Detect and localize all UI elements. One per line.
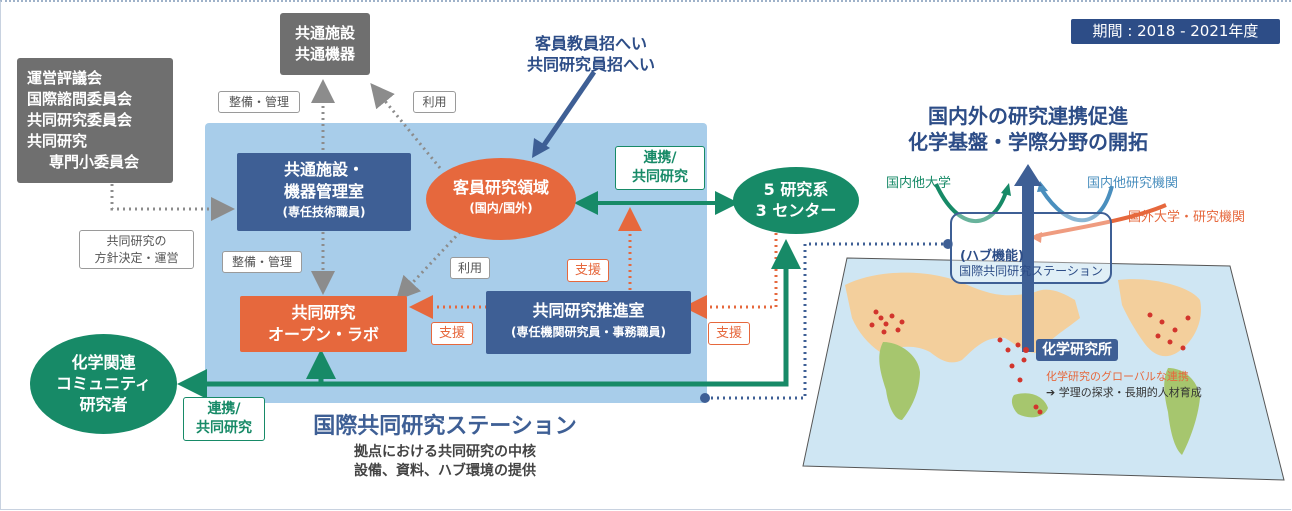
hub-connector bbox=[705, 242, 948, 400]
committee-line: 専門小委員会 bbox=[49, 153, 140, 171]
north-america-shape bbox=[1118, 279, 1202, 357]
global-link-label: 化学研究のグローバルな連携 bbox=[1046, 370, 1189, 383]
community-line: 研究者 bbox=[79, 395, 128, 414]
partner-dots bbox=[869, 309, 1191, 415]
shared-facilities-box: 共通施設 共通機器 bbox=[280, 13, 370, 75]
goal-text: 国内外の研究連携促進 化学基盤・学際分野の開拓 bbox=[868, 103, 1188, 155]
domestic-univ-label: 国内他大学 bbox=[886, 176, 952, 191]
collab-line: 連携/ bbox=[643, 150, 677, 166]
promotion-office-title: 共同研究推進室 bbox=[532, 301, 645, 320]
open-lab-line: 共同研究 bbox=[291, 303, 356, 322]
open-lab-box: 共同研究 オープン・ラボ bbox=[240, 296, 407, 352]
world-map bbox=[802, 257, 1285, 481]
collab-line: 共同研究 bbox=[196, 420, 252, 436]
hub-connector-dot-start bbox=[700, 393, 710, 403]
collab-line: 連携/ bbox=[207, 401, 241, 417]
invite-arrow-head bbox=[532, 138, 550, 158]
overseas-label: 国外大学・研究機関 bbox=[1128, 210, 1246, 225]
goal-line: 国内外の研究連携促進 bbox=[928, 104, 1128, 128]
collab-tag-bottom: 連携/ 共同研究 bbox=[183, 397, 265, 441]
invite-line: 共同研究員招へい bbox=[526, 55, 655, 74]
policy-note-line: 方針決定・運営 bbox=[94, 251, 179, 265]
support-tag-right: 支援 bbox=[567, 259, 609, 282]
station-line: 拠点における共同研究の中核 bbox=[354, 444, 536, 460]
south-america-shape bbox=[1164, 368, 1200, 455]
station-title: 国際共同研究ステーション bbox=[313, 414, 577, 439]
promotion-office-sub: (専任機関研究員・事務職員) bbox=[511, 325, 666, 339]
use-tag-top: 利用 bbox=[413, 91, 456, 113]
station-caption: 国際共同研究ステーション 拠点における共同研究の中核 設備、資料、ハブ環境の提供 bbox=[285, 413, 605, 481]
maintenance-tag-bottom: 整備・管理 bbox=[222, 251, 302, 273]
domestic-inst-arrow bbox=[1040, 185, 1114, 223]
community-line: 化学関連 bbox=[71, 353, 136, 372]
maintenance-tag-top: 整備・管理 bbox=[218, 91, 300, 113]
shared-equipment-line: 共通機器 bbox=[294, 45, 355, 63]
goal-line: 化学基盤・学際分野の開拓 bbox=[908, 130, 1148, 154]
open-lab-line: オープン・ラボ bbox=[267, 325, 380, 344]
hub-sub-label: 国際共同研究ステーション bbox=[959, 264, 1103, 278]
committee-line: 国際諮問委員会 bbox=[27, 90, 133, 108]
domestic-univ-arrow bbox=[934, 183, 1008, 223]
use-tag-bottom: 利用 bbox=[450, 257, 490, 279]
collab-tag-top: 連携/ 共同研究 bbox=[615, 146, 705, 190]
shared-facilities-line: 共通施設 bbox=[294, 24, 355, 42]
facility-office-sub: (専任技術職員) bbox=[282, 205, 366, 219]
community-ellipse: 化学関連 コミュニティ 研究者 bbox=[30, 334, 177, 434]
support-tag-centers: 支援 bbox=[708, 322, 750, 345]
centers-line: 5 研究系 bbox=[763, 180, 829, 199]
hub-arrow-shaft bbox=[1022, 182, 1034, 352]
invite-arrow-line bbox=[539, 70, 597, 150]
centers-line: 3 センター bbox=[755, 201, 837, 220]
facility-office-box: 共通施設・ 機器管理室 (専任技術職員) bbox=[237, 153, 411, 231]
policy-note-line: 共同研究の bbox=[106, 234, 167, 248]
domestic-inst-label: 国内他研究機関 bbox=[1087, 176, 1179, 191]
icr-dot bbox=[1023, 347, 1029, 353]
community-link bbox=[177, 239, 801, 399]
global-goal-label: ➔ 学理の探求・長期的人材育成 bbox=[1046, 386, 1202, 399]
hub-arrow-head bbox=[1014, 164, 1042, 186]
committee-line: 共同研究 bbox=[27, 132, 88, 150]
centers-to-promotion-connector bbox=[683, 233, 778, 319]
visiting-area-ellipse: 客員研究領域 (国内/国外) bbox=[426, 158, 576, 240]
committee-to-office-connector bbox=[110, 184, 235, 221]
facility-office-line: 機器管理室 bbox=[283, 182, 364, 201]
station-line: 設備、資料、ハブ環境の提供 bbox=[354, 463, 536, 479]
hub-label: (ハブ機能) bbox=[960, 249, 1024, 264]
visiting-area-sub: (国内/国外) bbox=[469, 201, 533, 215]
collab-line: 共同研究 bbox=[632, 169, 688, 185]
centers-ellipse: 5 研究系 3 センター bbox=[733, 167, 859, 234]
policy-note: 共同研究の 方針決定・運営 bbox=[79, 230, 194, 269]
community-line: コミュニティ bbox=[55, 374, 152, 393]
visiting-to-facilities-connector bbox=[370, 83, 442, 169]
committee-line: 運営評議会 bbox=[27, 69, 103, 87]
visiting-area-title: 客員研究領域 bbox=[452, 178, 549, 197]
africa-shape bbox=[879, 342, 920, 420]
eurasia-shape bbox=[845, 272, 1080, 363]
facility-office-line: 共通施設・ bbox=[283, 160, 364, 179]
support-tag-left: 支援 bbox=[431, 322, 473, 345]
period-label: 期間 : 2018 - 2021年度 bbox=[1071, 19, 1280, 44]
invite-line: 客員教員招へい bbox=[534, 34, 647, 53]
promotion-office-box: 共同研究推進室 (専任機関研究員・事務職員) bbox=[486, 291, 691, 354]
icr-label: 化学研究所 bbox=[1036, 339, 1118, 361]
committee-line: 共同研究委員会 bbox=[27, 111, 133, 129]
committee-box: 運営評議会 国際諮問委員会 共同研究委員会 共同研究 専門小委員会 bbox=[17, 58, 173, 183]
invite-text: 客員教員招へい 共同研究員招へい bbox=[496, 33, 686, 75]
